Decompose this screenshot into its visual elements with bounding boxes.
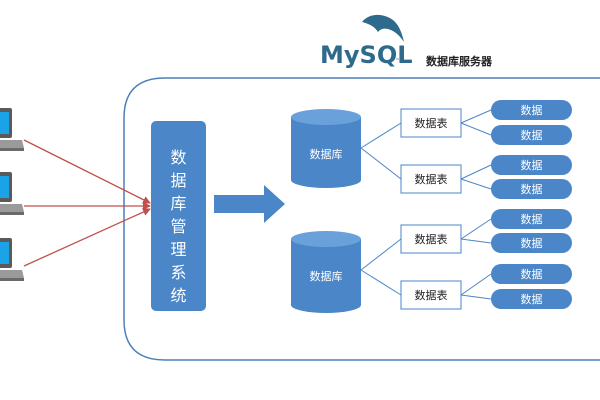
database-cylinder xyxy=(291,117,361,188)
database-label: 数据库 xyxy=(310,269,343,283)
table-label: 数据表 xyxy=(415,116,448,130)
dbms-char: 理 xyxy=(170,240,186,259)
mysql-logo: MySQL ™ xyxy=(320,14,413,69)
data-pill-label: 数据 xyxy=(521,212,543,226)
dbms-box xyxy=(151,121,206,311)
table-box: 数据表 xyxy=(400,164,462,194)
dbms-to-db-arrow xyxy=(214,185,285,223)
database-1: 数据库 xyxy=(291,109,361,188)
data-pill xyxy=(491,264,572,284)
data-pill-label: 数据 xyxy=(521,128,543,142)
database-cylinder xyxy=(291,239,361,313)
client-arrow-1 xyxy=(23,139,151,204)
dbms-char: 统 xyxy=(170,286,186,305)
data-pill xyxy=(491,289,572,309)
logo-tm: ™ xyxy=(395,58,400,64)
data-pill xyxy=(491,233,572,253)
data-pill xyxy=(491,155,572,175)
data-pill-label: 数据 xyxy=(521,236,543,250)
client-laptop-1 xyxy=(0,108,24,151)
table-box: 数据表 xyxy=(400,108,462,138)
table-label: 数据表 xyxy=(415,172,448,186)
server-title: 数据库服务器 xyxy=(426,54,493,68)
dbms-char: 管 xyxy=(170,217,186,236)
data-pill-label: 数据 xyxy=(521,292,543,306)
data-pill xyxy=(491,209,572,229)
data-pill-label: 数据 xyxy=(521,267,543,281)
table-label: 数据表 xyxy=(415,232,448,246)
database-label: 数据库 xyxy=(310,147,343,161)
data-pill xyxy=(491,179,572,199)
table-label: 数据表 xyxy=(415,288,448,302)
client-laptop-3 xyxy=(0,238,24,281)
server-boundary xyxy=(123,77,600,361)
database-2: 数据库 xyxy=(291,231,361,313)
data-pill-label: 数据 xyxy=(521,103,543,117)
data-pill xyxy=(491,100,572,120)
dbms-char: 数 xyxy=(170,148,186,167)
dbms-char: 系 xyxy=(170,263,186,282)
client-laptop-2 xyxy=(0,172,24,215)
dolphin-icon xyxy=(362,14,404,42)
db-table-connectors xyxy=(360,122,402,296)
table-row-connectors xyxy=(460,109,492,300)
logo-text: MySQL xyxy=(320,41,413,69)
data-pill xyxy=(491,125,572,145)
client-arrow-3 xyxy=(23,208,151,267)
dbms-char: 库 xyxy=(170,194,186,213)
data-pill-label: 数据 xyxy=(521,158,543,172)
data-pill-label: 数据 xyxy=(521,182,543,196)
dbms-char: 据 xyxy=(170,171,186,190)
table-box: 数据表 xyxy=(400,280,462,310)
table-box: 数据表 xyxy=(400,224,462,254)
dbms-label: 数 据 库 管 理 系 统 xyxy=(170,148,186,305)
